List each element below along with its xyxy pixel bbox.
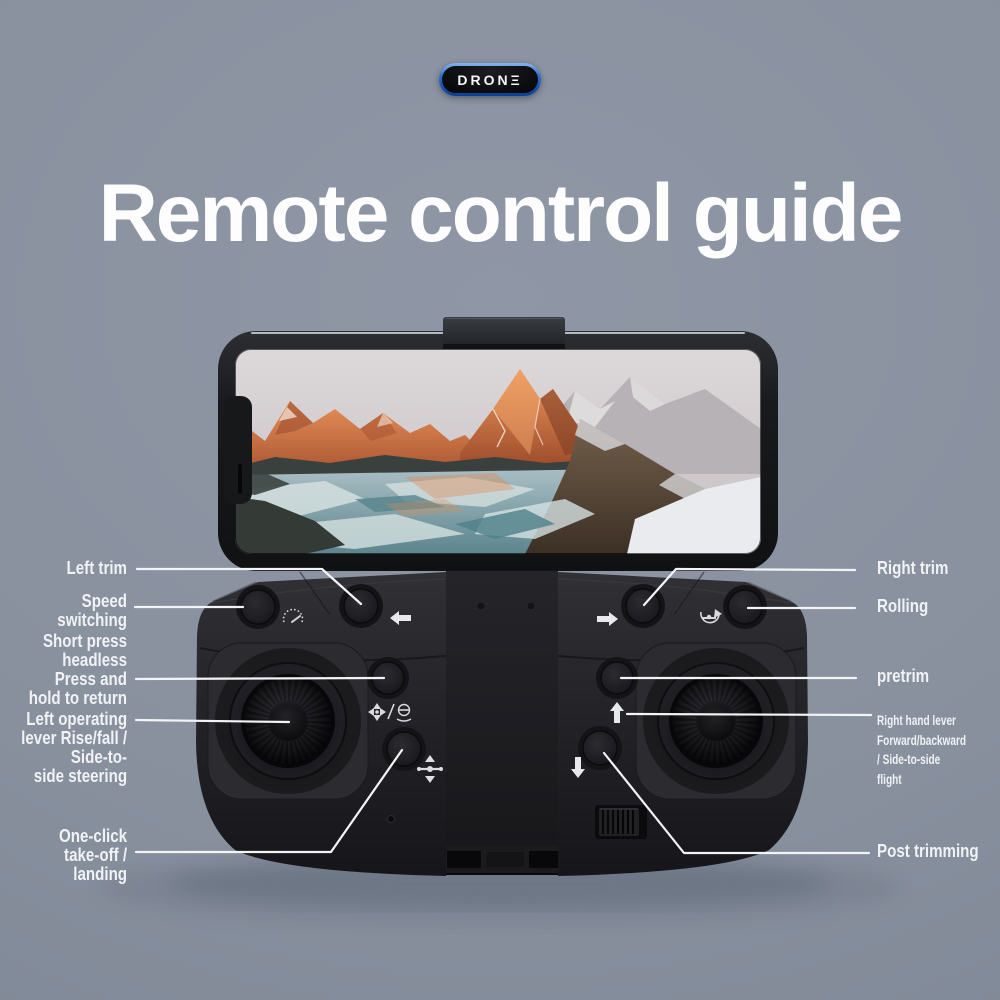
- drone-logo-text: DRONΞ: [442, 66, 538, 93]
- down-arrow-icon: [571, 757, 585, 778]
- right-arrow-icon: [597, 612, 618, 626]
- roll-button[interactable]: [723, 585, 767, 629]
- label-left-trim: Left trim: [66, 558, 127, 578]
- phone-screen: [235, 349, 761, 554]
- label-rolling: Rolling: [877, 596, 929, 616]
- label-speed-switch: Speed switching: [57, 591, 127, 630]
- post-trim-slider[interactable]: [595, 805, 647, 839]
- bridge: [441, 556, 563, 875]
- speed-switch-button[interactable]: [236, 585, 280, 629]
- line-right-stick: [625, 712, 873, 717]
- left-arrow-icon: [390, 611, 411, 625]
- bridge-screws: [476, 601, 536, 611]
- label-right-stick: Right hand lever Forward/backward / Side…: [877, 712, 967, 787]
- label-right-trim: Right trim: [877, 558, 949, 578]
- phone-notch: [224, 396, 252, 504]
- phone-clamp: [443, 317, 565, 349]
- right-joystick[interactable]: [669, 674, 763, 768]
- line-one-click: [134, 748, 404, 854]
- status-led: [387, 815, 395, 823]
- line-right-trim: [642, 567, 857, 607]
- label-left-stick: Left operating lever Rise/fall / Side-to…: [21, 709, 127, 786]
- down-trim-button[interactable]: [578, 726, 622, 770]
- line-left-trim: [135, 567, 363, 606]
- label-headless-return: Short press headless Press and hold to r…: [28, 631, 127, 708]
- up-arrow-icon: [610, 702, 624, 723]
- speedometer-icon: [282, 608, 304, 623]
- page-title: Remote control guide: [98, 167, 904, 259]
- roll-icon: [700, 609, 722, 624]
- line-left-stick: [134, 718, 291, 724]
- line-post-trim: [602, 751, 871, 855]
- one-key-takeoff-icon: [417, 755, 443, 783]
- label-post-trim: Post trimming: [877, 841, 979, 861]
- label-one-click: One-click take-off / landing: [58, 826, 127, 884]
- label-pretrim: pretrim: [877, 666, 930, 686]
- line-headless-return: [134, 676, 386, 681]
- drone-logo-badge: DRONΞ: [439, 63, 541, 96]
- headless-return-button[interactable]: [367, 657, 409, 699]
- headless-return-icon: [368, 703, 412, 722]
